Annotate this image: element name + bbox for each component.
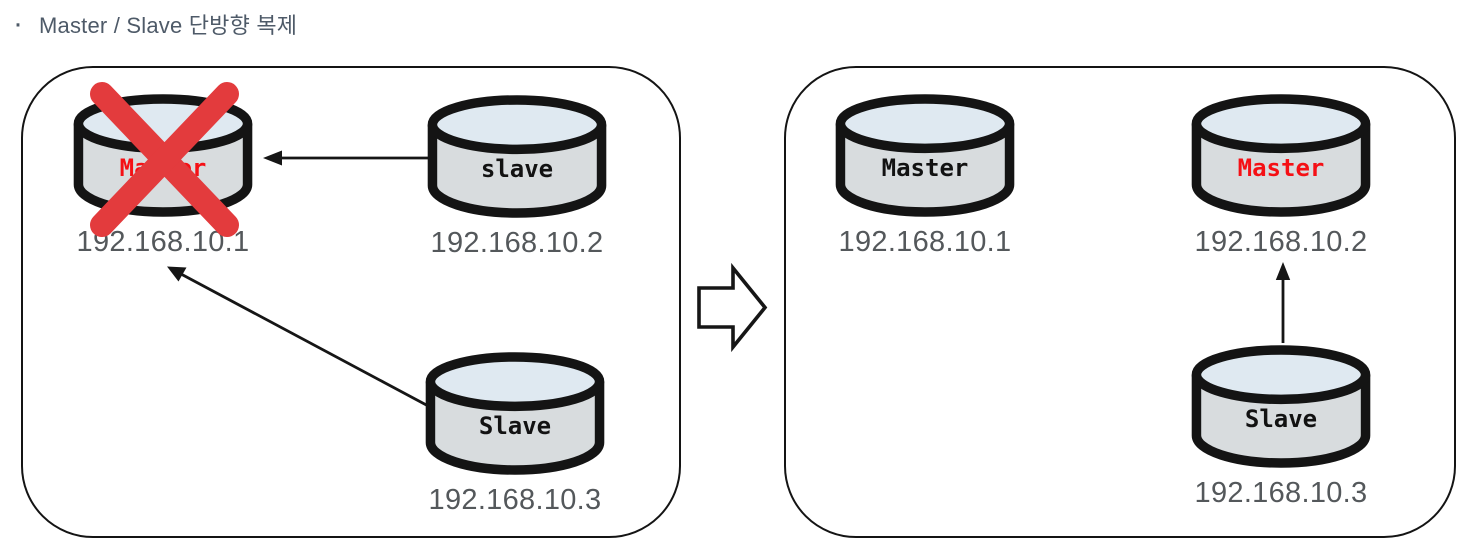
database-cylinder-icon — [425, 352, 605, 475]
title-bullet: · — [13, 7, 23, 40]
database-cylinder-icon — [1191, 345, 1371, 468]
db-label: Slave — [1244, 405, 1318, 433]
failure-cross-icon — [90, 82, 239, 237]
ip-address: 192.168.10.1 — [838, 226, 1012, 258]
db-node-slave-1: slave 192.168.10.2 — [422, 93, 612, 259]
db-node-slave-2: Slave 192.168.10.3 — [420, 350, 610, 516]
db-node-old-master: Master 192.168.10.1 — [830, 92, 1020, 258]
db-label: Master — [881, 154, 969, 182]
database-cylinder-icon — [835, 94, 1015, 217]
ip-address: 192.168.10.2 — [1194, 226, 1368, 258]
db-node-master-failed: Master 192.168.10.1 — [68, 82, 258, 258]
db-label: Master — [1237, 154, 1325, 182]
db-label: slave — [480, 155, 554, 183]
page-title: · Master / Slave 단방향 복제 — [13, 8, 297, 40]
db-node-remaining-slave: Slave 192.168.10.3 — [1186, 343, 1376, 509]
ip-address: 192.168.10.2 — [430, 227, 604, 259]
ip-address: 192.168.10.3 — [428, 484, 602, 516]
database-cylinder-icon — [427, 95, 607, 218]
db-node-promoted-master: Master 192.168.10.2 — [1186, 92, 1376, 258]
ip-address: 192.168.10.1 — [76, 226, 250, 258]
title-text: Master / Slave 단방향 복제 — [39, 13, 298, 38]
database-cylinder-icon — [1191, 94, 1371, 217]
db-label: Slave — [478, 412, 552, 440]
ip-address: 192.168.10.3 — [1194, 477, 1368, 509]
transition-block-arrow-icon — [697, 262, 768, 353]
